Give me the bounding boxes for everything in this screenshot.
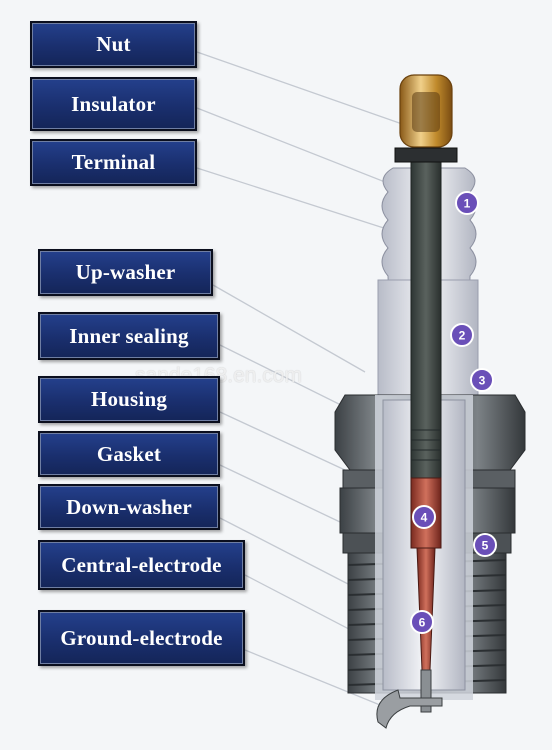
label-central-electrode: Central-electrode	[38, 540, 245, 590]
label-terminal: Terminal	[30, 139, 197, 186]
marker-5: 5	[473, 533, 497, 557]
label-up-washer: Up-washer	[38, 249, 213, 296]
marker-6: 6	[410, 610, 434, 634]
label-housing: Housing	[38, 376, 220, 423]
svg-text:2: 2	[459, 329, 466, 343]
marker-4: 4	[412, 505, 436, 529]
label-nut: Nut	[30, 21, 197, 68]
marker-3: 3	[470, 368, 494, 392]
leader-lines	[196, 51, 416, 706]
label-gasket: Gasket	[38, 431, 220, 477]
label-insulator: Insulator	[30, 77, 197, 131]
marker-2: 2	[450, 323, 474, 347]
label-down-washer: Down-washer	[38, 484, 220, 530]
label-ground-electrode: Ground-electrode	[38, 610, 245, 666]
svg-text:4: 4	[421, 511, 428, 525]
marker-1: 1	[455, 191, 479, 215]
nut	[394, 74, 458, 163]
svg-text:3: 3	[479, 374, 486, 388]
label-inner-sealing: Inner sealing	[38, 312, 220, 360]
svg-text:1: 1	[464, 197, 471, 211]
svg-text:6: 6	[419, 616, 426, 630]
svg-text:5: 5	[482, 539, 489, 553]
ground-electrode	[376, 689, 443, 729]
terminal-rod	[410, 157, 442, 479]
